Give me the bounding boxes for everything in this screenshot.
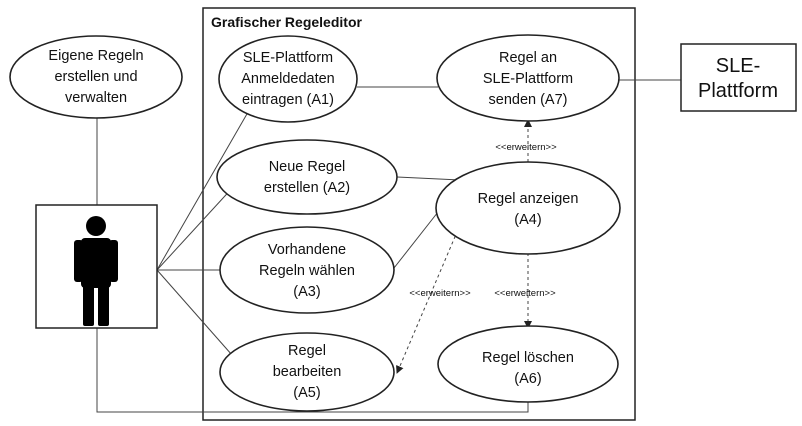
system-title: Grafischer Regeleditor (211, 14, 362, 30)
usecase-a5-line-1: Regel (288, 343, 326, 359)
extend-label-a5: <<erweitern>> (409, 288, 471, 299)
system-boundary (202, 7, 636, 421)
actor-goal-line-3: verwalten (65, 90, 127, 106)
usecase-a7-line-1: Regel an (499, 50, 557, 66)
usecase-a6-line-1: Regel löschen (482, 350, 574, 366)
usecase-a4-line-1: Regel anzeigen (478, 191, 579, 207)
usecase-a1 (218, 35, 358, 123)
a3-a4-link (393, 211, 439, 269)
a4-a5-extend (396, 224, 461, 374)
usecase-a6 (437, 325, 619, 403)
extend-label-a7: <<erweitern>> (495, 142, 557, 153)
usecase-a1-line-3: eintragen (A1) (242, 92, 334, 108)
usecase-a7 (436, 34, 620, 122)
actor-goal-line-1: Eigene Regeln (48, 48, 143, 64)
actor-a5-link (156, 269, 233, 356)
extend-label-a6: <<erweitern>> (494, 288, 556, 299)
actor-goal-ellipse (9, 35, 183, 119)
usecase-a4 (435, 161, 621, 255)
usecase-a7-line-2: SLE-Plattform (483, 71, 573, 87)
usecase-a1-line-2: Anmeldedaten (241, 71, 335, 87)
a2-a4-link (396, 176, 461, 181)
usecase-a3-line-2: Regeln wählen (259, 263, 355, 279)
sle-platform-line-2: Plattform (698, 80, 778, 102)
usecase-a3-line-1: Vorhandene (268, 242, 346, 258)
usecase-a5-line-3: (A5) (293, 385, 320, 401)
usecase-a7-line-3: senden (A7) (489, 92, 568, 108)
sle-platform-box (680, 43, 797, 112)
usecase-a2-line-1: Neue Regel (269, 159, 346, 175)
actor-a1-link (156, 99, 256, 271)
actor-goal-line-2: erstellen und (54, 69, 137, 85)
associations (96, 79, 681, 413)
person-icon (74, 216, 118, 326)
sle-platform-line-1: SLE- (716, 55, 760, 77)
usecase-a3-line-3: (A3) (293, 284, 320, 300)
usecase-a3 (219, 226, 395, 314)
usecase-a2-line-2: erstellen (A2) (264, 180, 350, 196)
usecase-a5-line-2: bearbeiten (273, 364, 342, 380)
usecase-a6-line-2: (A6) (514, 371, 541, 387)
usecase-a5 (219, 332, 395, 412)
actor-a6-link (96, 328, 529, 413)
usecase-a2 (216, 139, 398, 215)
usecase-a1-line-1: SLE-Plattform (243, 50, 333, 66)
actor-a2-link (156, 184, 236, 271)
usecase-a4-line-2: (A4) (514, 212, 541, 228)
